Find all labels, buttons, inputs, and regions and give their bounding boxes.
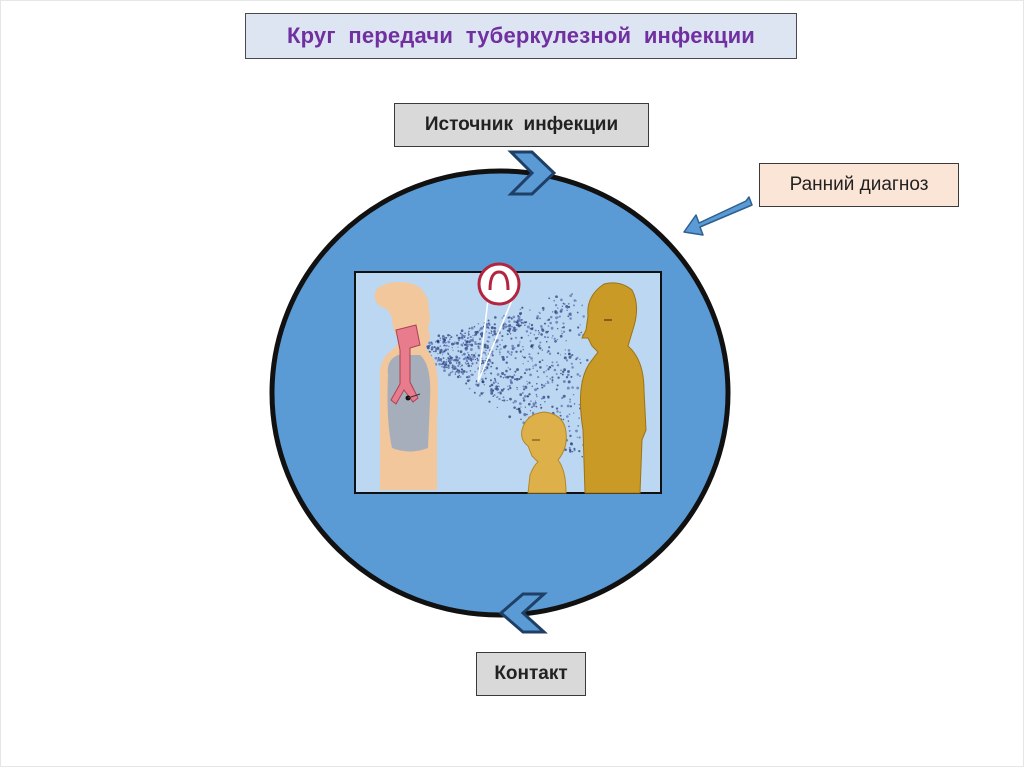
cycle-arrow-top-icon (507, 150, 557, 196)
magnifier-icon (477, 262, 521, 383)
diagnosis-pointer-arrow-icon (683, 196, 753, 236)
child-figure-icon (521, 411, 567, 494)
node-source-of-infection: Источник инфекции (394, 103, 649, 147)
cycle-arrow-bottom-icon (498, 592, 548, 634)
patient-figure-icon (374, 282, 438, 490)
node-contact: Контакт (476, 652, 586, 696)
transmission-illustration (354, 262, 662, 494)
node-early-diagnosis: Ранний диагноз (759, 163, 959, 207)
adult-figure-icon (579, 282, 647, 494)
page-title: Круг передачи туберкулезной инфекции (245, 13, 797, 59)
